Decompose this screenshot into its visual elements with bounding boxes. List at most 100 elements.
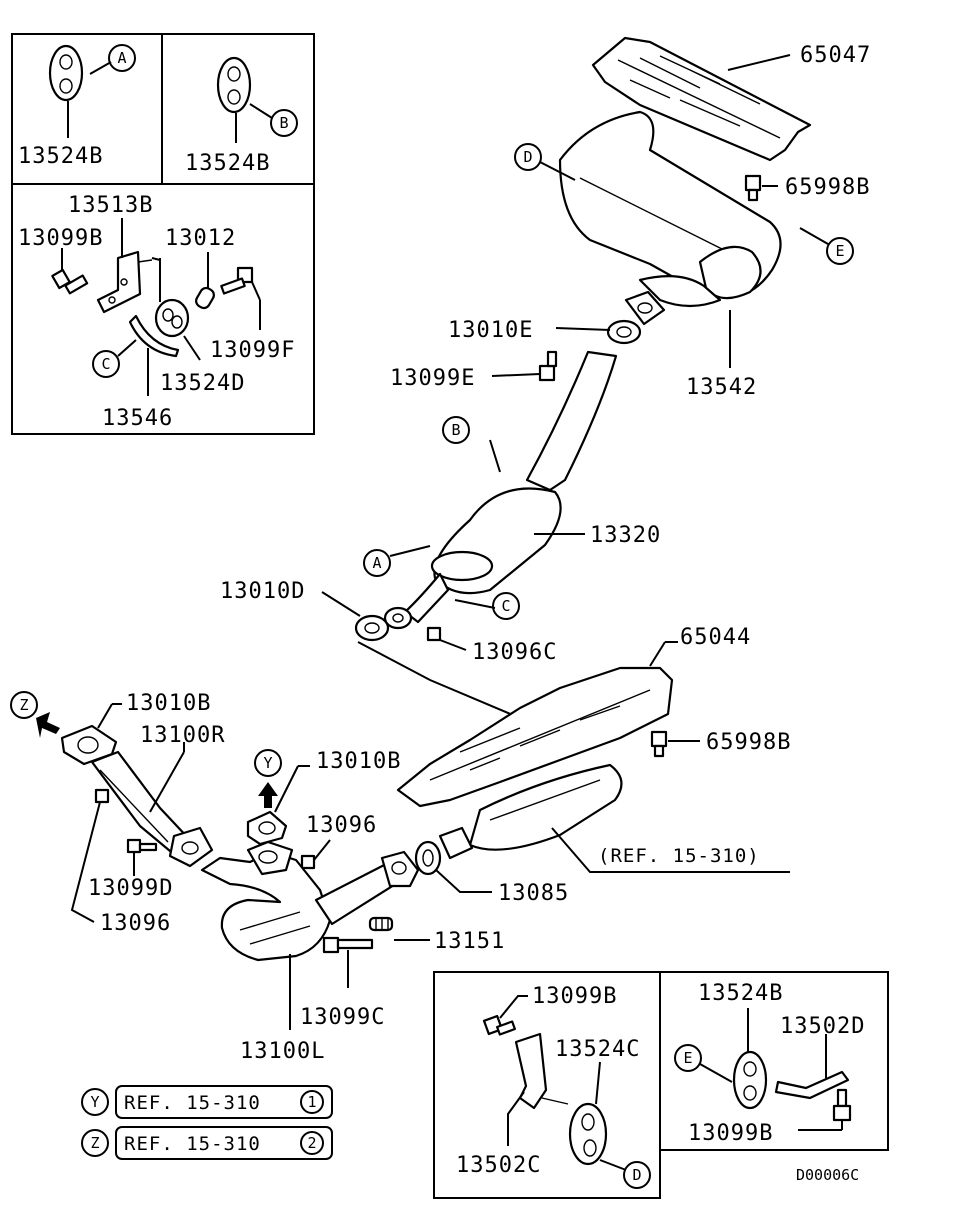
callout-b-marker-pipe: B xyxy=(442,416,470,444)
callout-b-marker: B xyxy=(270,109,298,137)
bracket-13502c xyxy=(514,1032,569,1110)
rubber-hanger-13524b-lower xyxy=(732,1050,768,1110)
callout-b-label-pipe: B xyxy=(451,421,460,439)
front-pipe-13100l xyxy=(200,840,420,962)
bolt-13099b-bottom-left xyxy=(482,1014,516,1036)
part-13502c-label: 13502C xyxy=(456,1153,541,1178)
callout-d-label-lower: D xyxy=(632,1166,641,1184)
ref-legend-z: Z REF. 15-310 2 xyxy=(81,1126,333,1160)
callout-a-marker: A xyxy=(108,44,136,72)
part-13100r-label: 13100R xyxy=(140,723,225,748)
part-13099c-label: 13099C xyxy=(300,1005,385,1030)
ref-legend-y: Y REF. 15-310 1 xyxy=(81,1085,333,1119)
rubber-hanger-b xyxy=(216,56,252,114)
bolt-65998b-lower xyxy=(650,730,668,758)
callout-e-label-upper: E xyxy=(835,242,844,260)
part-13100l-label: 13100L xyxy=(240,1039,325,1064)
part-13546-label: 13546 xyxy=(102,406,173,431)
part-13099b-label-1: 13099B xyxy=(18,226,103,251)
part-13010e-label: 13010E xyxy=(448,318,533,343)
part-13096-label-2: 13096 xyxy=(100,911,171,936)
rubber-hanger-13524d xyxy=(154,298,190,338)
callout-a-marker-pipe: A xyxy=(363,549,391,577)
callout-d-marker-upper: D xyxy=(514,143,542,171)
part-13085-label: 13085 xyxy=(498,881,569,906)
callout-d-label-upper: D xyxy=(523,148,532,166)
part-13010b-label-1: 13010B xyxy=(126,691,211,716)
ref-15-310-catalyst: (REF. 15-310) xyxy=(598,845,760,867)
legend-z-num: 2 xyxy=(307,1134,316,1152)
bracket-13513b xyxy=(96,250,153,314)
gasket-13085 xyxy=(414,840,442,876)
rubber-hanger-a xyxy=(48,44,84,102)
part-65047-label: 65047 xyxy=(800,43,871,68)
bolt-13099f xyxy=(220,266,254,295)
part-13524b-label-1: 13524B xyxy=(18,144,103,169)
part-13010b-label-2: 13010B xyxy=(316,749,401,774)
front-pipe-13100r xyxy=(90,750,214,868)
legend-z-label: Z xyxy=(90,1134,99,1152)
flange-upper xyxy=(624,290,666,326)
gasket-13010d xyxy=(354,606,413,642)
callout-z-arrow: Z xyxy=(10,691,60,738)
legend-y-num: 1 xyxy=(307,1093,316,1111)
part-13524b-label-2: 13524B xyxy=(185,151,270,176)
callout-c-label-inset: C xyxy=(101,355,110,373)
part-13099b-label-3: 13099B xyxy=(688,1121,773,1146)
callout-b-label: B xyxy=(279,114,288,132)
diagram-code: D00006C xyxy=(796,1166,859,1184)
part-65044-label: 65044 xyxy=(680,625,751,650)
main-muffler-13542 xyxy=(558,110,782,308)
part-13099d-label: 13099D xyxy=(88,876,173,901)
legend-y-ref: REF. 15-310 xyxy=(124,1092,261,1114)
callout-d-marker-lower: D xyxy=(623,1161,651,1189)
part-13524b-label-3: 13524B xyxy=(698,981,783,1006)
part-13096-label-1: 13096 xyxy=(306,813,377,838)
part-13513b-label: 13513B xyxy=(68,193,153,218)
callout-y-arrow: Y xyxy=(254,749,282,808)
rubber-hanger-13524c xyxy=(568,1102,608,1166)
part-13524d-label: 13524D xyxy=(160,371,245,396)
part-13542-label: 13542 xyxy=(686,375,757,400)
nut-13096c xyxy=(426,626,442,642)
bolt-13099e xyxy=(538,350,558,382)
heat-shield-65047 xyxy=(591,36,812,162)
inset-hangers-bottom-right: 13099B 13502C 13524C D 13524B E xyxy=(433,971,889,1199)
bracket-13502d xyxy=(774,1070,850,1100)
part-65998b-label-2: 65998B xyxy=(706,730,791,755)
part-13012-label: 13012 xyxy=(165,226,236,251)
part-13099b-label-2: 13099B xyxy=(532,984,617,1009)
spring-13151 xyxy=(368,916,394,932)
part-13524c-label: 13524C xyxy=(555,1037,640,1062)
gasket-13010b-right xyxy=(246,810,288,846)
inset-hangers-top-left: A 13524B B 13524B 13513B 13099B 13012 xyxy=(11,33,315,435)
part-13099e-label: 13099E xyxy=(390,366,475,391)
nut-13096-left xyxy=(94,788,110,804)
part-65998b-label-1: 65998B xyxy=(785,175,870,200)
callout-e-label-lower: E xyxy=(683,1049,692,1067)
part-13099f-label: 13099F xyxy=(210,338,295,363)
pipe-resonator-13320 xyxy=(403,350,618,624)
strap-13546 xyxy=(128,314,180,358)
gasket-13010e xyxy=(606,319,642,345)
callout-e-marker-upper: E xyxy=(826,237,854,265)
nut-13096-right xyxy=(300,854,316,870)
callout-e-marker-lower: E xyxy=(674,1044,702,1072)
callout-c-marker-inset: C xyxy=(92,350,120,378)
bolt-13099b-bottom-right xyxy=(832,1088,852,1122)
callout-c-label-pipe: C xyxy=(501,597,510,615)
bolt-13099d xyxy=(126,838,158,854)
bolt-13099b xyxy=(51,268,89,295)
part-13320-label: 13320 xyxy=(590,523,661,548)
part-13151-label: 13151 xyxy=(434,929,505,954)
heat-shield-65044 xyxy=(396,666,674,808)
part-13502d-label: 13502D xyxy=(780,1014,865,1039)
callout-a-label-pipe: A xyxy=(372,554,381,572)
callout-a-label: A xyxy=(117,49,126,67)
legend-y-label: Y xyxy=(90,1093,99,1111)
callout-c-marker-pipe: C xyxy=(492,592,520,620)
part-13010d-label: 13010D xyxy=(220,579,305,604)
bolt-65998b-upper xyxy=(744,174,762,202)
legend-z-ref: REF. 15-310 xyxy=(124,1133,261,1155)
